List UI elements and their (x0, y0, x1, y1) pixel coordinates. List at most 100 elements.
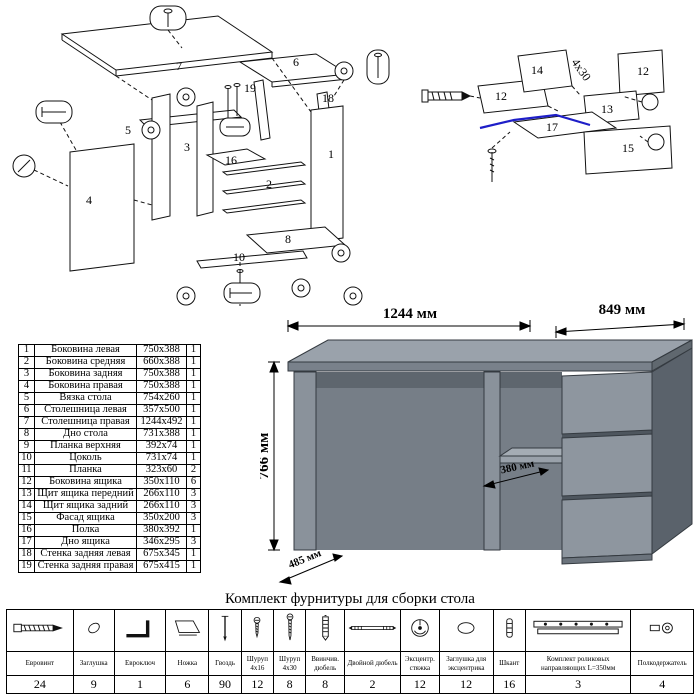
assembly-diagrams: 7 6 19 18 5 3 16 1 2 4 8 10 14 4х30 12 1… (12, 5, 673, 306)
parts-cell-num: 6 (18, 404, 35, 417)
part-label: 5 (125, 123, 131, 137)
part-label: 19 (244, 81, 256, 95)
hardware-item-name: Шуруп 4x30 (272, 651, 307, 676)
parts-cell-num: 13 (18, 488, 35, 501)
parts-cell-name: Полка (34, 524, 137, 537)
euro-screw-icon (6, 609, 74, 652)
part-label: 10 (233, 250, 245, 264)
parts-cell-num: 15 (18, 512, 35, 525)
parts-cell-num: 10 (18, 452, 35, 465)
parts-cell-qty: 1 (186, 416, 201, 429)
part-label: 4 (86, 193, 92, 207)
screw-dowel-icon (305, 609, 346, 652)
part-label: 6 (293, 55, 299, 69)
parts-cell-num: 9 (18, 440, 35, 453)
parts-cell-size: 350x110 (136, 476, 187, 489)
parts-cell-size: 392x74 (136, 440, 187, 453)
parts-cell-name: Фасад ящика (34, 512, 137, 525)
part-label: 7 (176, 59, 182, 73)
width-dimension-label: 1244 мм (383, 306, 437, 322)
parts-cell-size: 731x388 (136, 428, 187, 441)
screw-size-label: 4х30 (569, 56, 594, 84)
parts-cell-name: Цоколь (34, 452, 137, 465)
parts-cell-name: Дно стола (34, 428, 137, 441)
hardware-item-qty: 9 (72, 675, 115, 694)
parts-cell-name: Стенка задняя правая (34, 560, 137, 573)
hardware-item-name: Эксцентр. стяжка (400, 651, 440, 676)
parts-cell-size: 675x345 (136, 548, 187, 561)
parts-cell-num: 7 (18, 416, 35, 429)
parts-cell-qty: 1 (186, 368, 201, 381)
part-label: 1 (328, 147, 334, 161)
hardware-item-name: Ввинчив. дюбель (305, 651, 346, 676)
parts-cell-size: 754x260 (136, 392, 187, 405)
part-label: 13 (601, 102, 613, 116)
cam-cap-icon (438, 609, 494, 652)
parts-cell-num: 5 (18, 392, 35, 405)
part-label: 16 (225, 153, 237, 167)
parts-cell-name: Щит ящика передний (34, 488, 137, 501)
screw-small-icon (240, 609, 274, 652)
hardware-item-qty: 2 (344, 675, 402, 694)
parts-cell-num: 18 (18, 548, 35, 561)
hardware-item-qty: 6 (165, 675, 210, 694)
leg-icon (165, 609, 210, 652)
shelf-holder-icon (630, 609, 694, 652)
exploded-desk-diagram (12, 5, 390, 306)
exploded-drawer-diagram (421, 49, 673, 182)
height-dimension-label: 766 мм (260, 433, 272, 480)
parts-cell-size: 1244x492 (136, 416, 187, 429)
desk-render (287, 339, 693, 565)
parts-cell-qty: 1 (186, 524, 201, 537)
dowel-icon (492, 609, 526, 652)
parts-cell-qty: 1 (186, 356, 201, 369)
part-label: 15 (622, 141, 634, 155)
hardware-item-name: Двойной дюбель (344, 651, 402, 676)
parts-cell-size: 675x415 (136, 560, 187, 573)
depth-dimension-label: 849 мм (599, 302, 646, 318)
hardware-item-qty: 8 (305, 675, 346, 694)
hardware-item-name: Заглушка для эксцентрика (438, 651, 494, 676)
double-dowel-icon (344, 609, 402, 652)
part-label: 2 (266, 177, 272, 191)
hex-key-icon (113, 609, 167, 652)
front-dimension-label: 485 мм (287, 547, 324, 571)
parts-cell-qty: 3 (186, 536, 201, 549)
parts-cell-name: Планка верхняя (34, 440, 137, 453)
parts-cell-qty: 2 (186, 464, 201, 477)
parts-cell-name: Столешница правая (34, 416, 137, 429)
parts-cell-qty: 1 (186, 392, 201, 405)
parts-cell-qty: 3 (186, 500, 201, 513)
hardware-item-name: Шуруп 4x16 (240, 651, 274, 676)
parts-cell-name: Столешница левая (34, 404, 137, 417)
parts-cell-qty: 3 (186, 512, 201, 525)
hardware-item-qty: 12 (240, 675, 274, 694)
parts-cell-size: 266x110 (136, 500, 187, 513)
parts-cell-qty: 1 (186, 452, 201, 465)
parts-cell-name: Боковина средняя (34, 356, 137, 369)
hardware-item-qty: 90 (208, 675, 242, 694)
parts-cell-num: 8 (18, 428, 35, 441)
parts-cell-num: 16 (18, 524, 35, 537)
parts-cell-size: 357x500 (136, 404, 187, 417)
part-label: 8 (285, 232, 291, 246)
parts-cell-num: 1 (18, 344, 35, 357)
hardware-item-qty: 3 (524, 675, 632, 694)
parts-cell-size: 266x110 (136, 488, 187, 501)
hardware-item-qty: 12 (400, 675, 440, 694)
hardware-item-qty: 1 (113, 675, 167, 694)
parts-cell-name: Стенка задняя левая (34, 548, 137, 561)
